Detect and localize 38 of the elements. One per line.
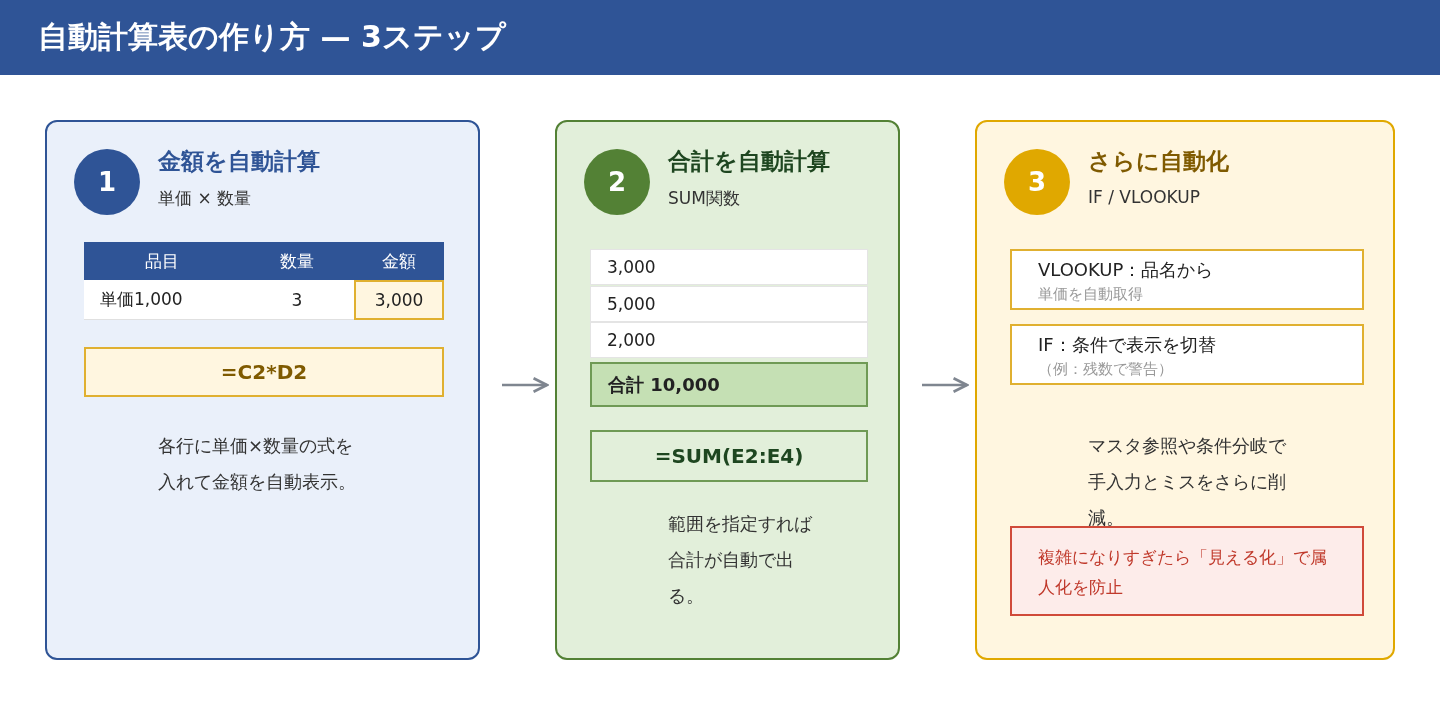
step-description: 各行に単価×数量の式を入れて金額を自動表示。 [158,434,356,494]
step-number-circle: 2 [584,149,650,215]
table-cell: 3 [240,280,354,320]
arrow [922,376,969,394]
formula-box: =SUM(E2:E4) [590,430,868,482]
step-description: 範囲を指定すれば合計が自動で出る。 [668,512,812,608]
page-title: 自動計算表の作り方 — 3ステップ [38,18,506,56]
value-row: 5,000 [590,286,868,322]
step-heading: 金額を自動計算 [158,147,320,176]
arrow [502,376,549,394]
step-heading: 合計を自動計算 [668,147,830,176]
function-note: 単価を自動取得 [1038,285,1143,304]
formula-box: =C2*D2 [84,347,444,397]
step-subtitle: IF / VLOOKUP [1088,187,1200,207]
function-text: IF：条件で表示を切替 [1038,333,1216,357]
function-card [1010,249,1364,310]
step-panel [45,120,480,660]
table-header-cell: 数量 [240,242,354,280]
step-subtitle: SUM関数 [668,187,740,210]
step-panel [555,120,900,660]
table-cell: 単価1,000 [84,280,240,320]
total-row: 合計 10,000 [590,362,868,407]
value-row: 2,000 [590,322,868,358]
warning-text: 複雑になりすぎたら「見える化」で属人化を防止 [1038,546,1328,599]
step-number-circle: 1 [74,149,140,215]
step-subtitle: 単価 × 数量 [158,187,252,210]
warning-box [1010,526,1364,616]
table-header-cell: 金額 [354,242,444,280]
value-row: 3,000 [590,249,868,285]
function-card [1010,324,1364,385]
function-text: VLOOKUP：品名から [1038,258,1214,282]
step-description: マスタ参照や条件分岐で手入力とミスをさらに削減。 [1088,434,1286,530]
step-heading: さらに自動化 [1088,147,1229,176]
table-header-cell: 品目 [84,242,240,280]
table-cell: 3,000 [354,280,444,320]
step-panel [975,120,1395,660]
step-number-circle: 3 [1004,149,1070,215]
function-note: （例：残数で警告） [1038,360,1173,379]
